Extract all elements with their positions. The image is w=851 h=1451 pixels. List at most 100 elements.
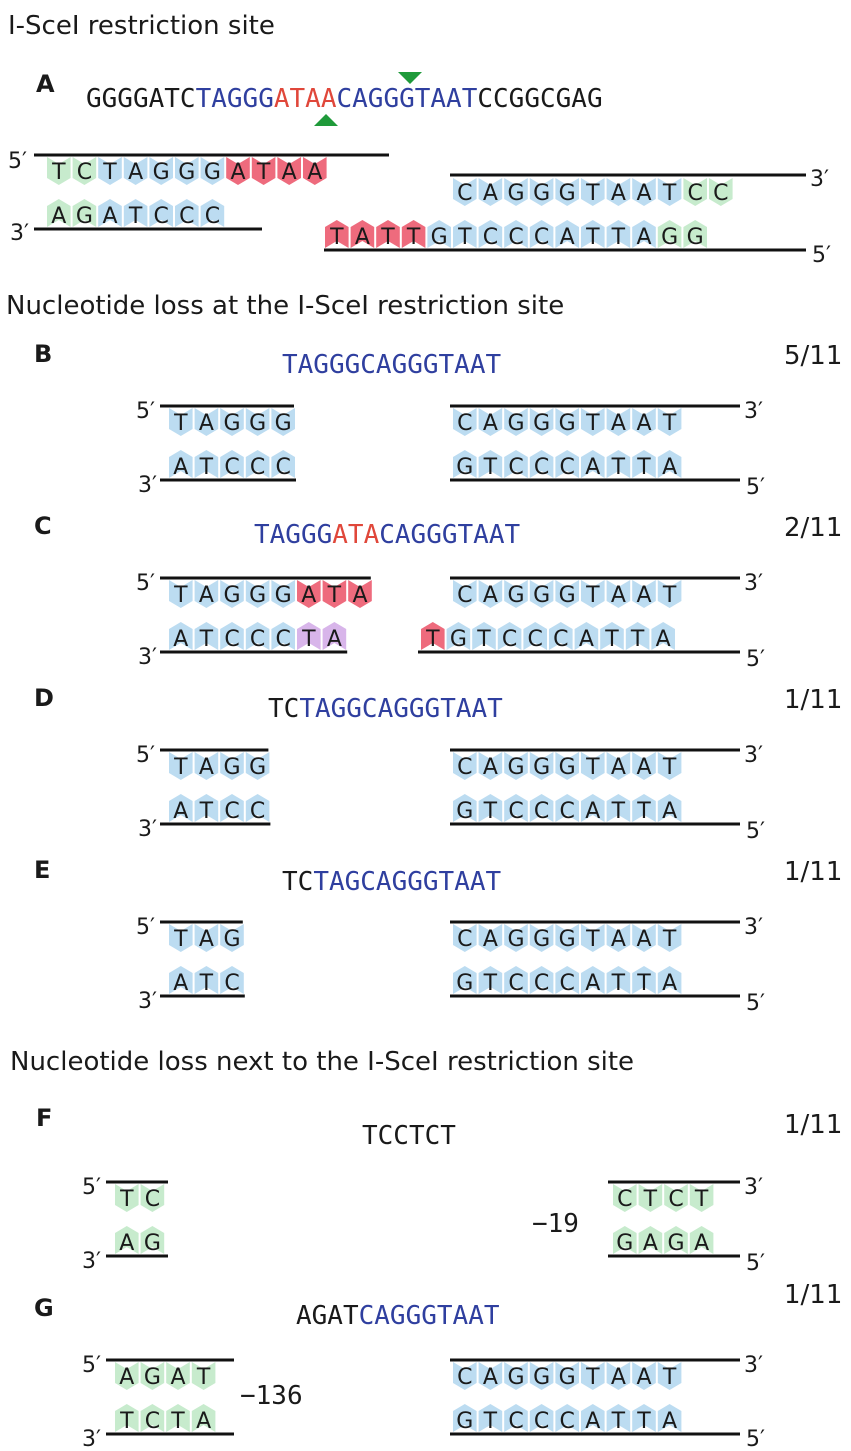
- base-letter-D-right_bottom-0: G: [456, 799, 473, 824]
- panel-letter-C: C: [34, 512, 52, 540]
- base-letter-A-left_top-9: A: [282, 160, 297, 185]
- heading-loss-at: Nucleotide loss at the I-SceI restrictio…: [6, 291, 564, 321]
- base-E-right_top-1: [478, 924, 503, 952]
- base-C-left_top-3: [245, 580, 270, 608]
- base-A-left_bottom-3: [123, 199, 148, 227]
- sequence-segment-C-2: CAGGGTAAT: [379, 520, 520, 550]
- base-D-right_bottom-1: [478, 794, 503, 822]
- end-5-G-right: 5′: [746, 1427, 765, 1451]
- base-letter-A-right_bottom-7: C: [508, 225, 523, 250]
- base-A-right_top-0: [453, 178, 477, 206]
- base-letter-A-right_top-1: A: [483, 181, 498, 206]
- base-letter-C-left_bottom-0: A: [173, 627, 188, 652]
- base-D-right_bottom-0: [453, 794, 477, 822]
- base-letter-A-right_top-8: T: [662, 181, 677, 206]
- base-A-right_bottom-5: [453, 220, 477, 248]
- base-letter-A-right_bottom-3: T: [406, 225, 421, 250]
- panel-letter-B: B: [34, 340, 52, 368]
- base-A-right_bottom-3: [401, 220, 426, 248]
- base-G-right_bottom-6: [606, 1404, 631, 1432]
- base-letter-C-left_bottom-3: C: [250, 627, 265, 652]
- base-letter-D-right_top-7: A: [636, 755, 651, 780]
- base-letter-G-left_bottom-0: T: [119, 1409, 134, 1434]
- base-G-right_top-6: [606, 1362, 631, 1390]
- base-letter-C-left_bottom-6: A: [327, 627, 342, 652]
- base-letter-C-right_bottom-7: T: [604, 627, 619, 652]
- base-B-right_top-8: [657, 408, 682, 436]
- base-letter-A-right_bottom-12: A: [636, 225, 651, 250]
- end-5-C-left: 5′: [136, 571, 155, 596]
- base-letter-A-right_bottom-11: T: [611, 225, 626, 250]
- base-F-right_bottom-0: [613, 1226, 637, 1254]
- base-letter-D-left_bottom-0: A: [173, 799, 188, 824]
- sequence-segment-D-0: TC: [268, 694, 299, 724]
- base-letter-A-right_bottom-1: A: [355, 225, 370, 250]
- base-letter-G-right_bottom-7: T: [636, 1409, 651, 1434]
- base-letter-E-left_bottom-1: T: [199, 971, 214, 996]
- base-letter-F-left_bottom-1: G: [144, 1231, 161, 1256]
- base-A-right_bottom-8: [529, 220, 554, 248]
- base-letter-C-right_top-1: A: [483, 583, 498, 608]
- base-A-left_top-1: [72, 157, 97, 185]
- base-A-right_bottom-7: [504, 220, 528, 248]
- base-C-left_bottom-1: [194, 622, 219, 650]
- base-letter-G-right_bottom-8: A: [662, 1409, 677, 1434]
- base-letter-F-right_bottom-2: G: [667, 1231, 684, 1256]
- sequence-segment-C-1: ATA: [332, 520, 379, 550]
- base-letter-B-right_bottom-0: G: [456, 455, 473, 480]
- base-letter-A-right_bottom-13: G: [661, 225, 678, 250]
- base-letter-B-right_bottom-5: A: [585, 455, 600, 480]
- base-A-right_bottom-2: [376, 220, 400, 248]
- base-D-right_top-3: [529, 752, 554, 780]
- base-letter-F-right_top-2: C: [668, 1187, 683, 1212]
- base-letter-G-left_bottom-2: T: [170, 1409, 185, 1434]
- base-F-right_bottom-2: [664, 1226, 688, 1254]
- base-C-right_bottom-2: [472, 622, 496, 650]
- base-G-right_top-2: [504, 1362, 528, 1390]
- base-E-right_bottom-5: [581, 966, 605, 994]
- base-letter-C-right_bottom-2: T: [476, 627, 491, 652]
- base-B-left_top-4: [271, 408, 295, 436]
- base-letter-F-right_top-0: C: [617, 1187, 632, 1212]
- base-D-right_top-2: [504, 752, 528, 780]
- base-letter-E-right_bottom-4: C: [560, 971, 575, 996]
- base-C-right_top-8: [657, 580, 682, 608]
- base-letter-D-right_bottom-1: T: [483, 799, 498, 824]
- base-letter-D-right_top-8: T: [662, 755, 677, 780]
- base-letter-D-right_top-2: G: [507, 755, 524, 780]
- base-A-left_top-10: [303, 157, 327, 185]
- base-C-left_bottom-6: [322, 622, 347, 650]
- base-letter-A-left_bottom-4: C: [154, 204, 169, 229]
- base-A-right_bottom-4: [427, 220, 451, 248]
- base-letter-A-right_top-4: G: [559, 181, 576, 206]
- base-B-right_top-7: [632, 408, 656, 436]
- base-G-left_top-1: [140, 1362, 165, 1390]
- end-5-E-right: 5′: [746, 991, 765, 1016]
- base-letter-C-left_bottom-5: T: [301, 627, 316, 652]
- base-letter-D-left_top-0: T: [173, 755, 188, 780]
- base-A-right_top-4: [555, 178, 579, 206]
- base-C-right_bottom-6: [574, 622, 599, 650]
- end-3-B-left: 3′: [138, 473, 157, 498]
- base-letter-E-right_top-6: A: [611, 927, 626, 952]
- base-letter-E-right_bottom-1: T: [483, 971, 498, 996]
- base-letter-C-left_top-1: A: [199, 583, 214, 608]
- base-letter-C-right_top-7: A: [636, 583, 651, 608]
- base-letter-G-right_bottom-5: A: [585, 1409, 600, 1434]
- sequence-segment-E-1: TAGCAGGGTAAT: [313, 867, 501, 897]
- base-letter-G-right_bottom-1: T: [483, 1409, 498, 1434]
- base-E-left_top-2: [220, 924, 244, 952]
- base-D-right_bottom-5: [581, 794, 605, 822]
- base-letter-A-right_top-9: C: [688, 181, 703, 206]
- base-C-right_top-6: [606, 580, 631, 608]
- base-D-left_bottom-1: [194, 794, 219, 822]
- base-D-right_bottom-8: [657, 794, 682, 822]
- base-E-left_bottom-1: [194, 966, 219, 994]
- base-E-right_bottom-6: [606, 966, 631, 994]
- base-B-right_bottom-3: [529, 450, 554, 478]
- base-letter-C-left_top-2: G: [223, 583, 240, 608]
- base-B-right_top-3: [529, 408, 554, 436]
- end-3-F-left: 3′: [82, 1249, 101, 1274]
- panel-letter-G: G: [34, 1294, 54, 1322]
- base-letter-D-right_top-3: G: [533, 755, 550, 780]
